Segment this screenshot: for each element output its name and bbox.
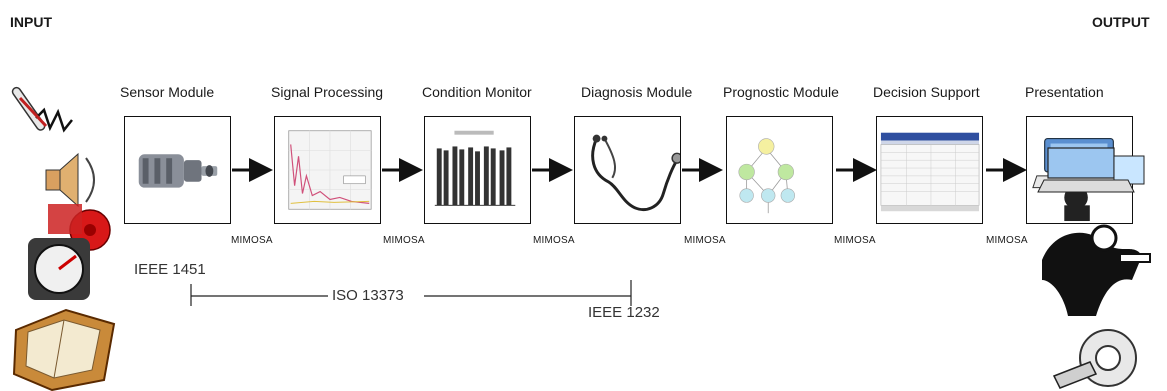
module-label-presentation: Presentation bbox=[1025, 84, 1104, 100]
interface-label: MIMOSA bbox=[533, 235, 575, 246]
sensor-module-box bbox=[124, 116, 231, 224]
logbook-icon bbox=[12, 308, 116, 391]
module-label-sensor: Sensor Module bbox=[120, 84, 215, 100]
decision-support-box bbox=[876, 116, 983, 224]
signal-processing-box bbox=[274, 116, 381, 224]
sensor-device-icon bbox=[138, 154, 218, 188]
module-label-decision-support: Decision Support bbox=[873, 84, 980, 100]
speaker-icon bbox=[45, 152, 95, 208]
interface-label: MIMOSA bbox=[986, 235, 1028, 246]
gear-wrench-icon bbox=[1052, 329, 1137, 389]
input-header: INPUT bbox=[10, 14, 52, 30]
prognostic-module-box bbox=[726, 116, 833, 224]
gauge-icon bbox=[28, 238, 90, 300]
operator-desk-icon bbox=[1037, 147, 1145, 193]
standard-iso-13373: ISO 13373 bbox=[332, 287, 404, 304]
module-label-prognostic: Prognostic Module bbox=[723, 84, 839, 100]
interface-label: MIMOSA bbox=[231, 235, 273, 246]
spreadsheet-icon bbox=[880, 132, 980, 212]
module-label-diagnosis: Diagnosis Module bbox=[581, 84, 693, 100]
thermometer-icon bbox=[11, 86, 73, 133]
module-label-signal-processing: Signal Processing bbox=[271, 84, 384, 100]
network-tree-icon bbox=[738, 138, 796, 214]
interface-label: MIMOSA bbox=[383, 235, 425, 246]
bar-chart-icon bbox=[434, 130, 516, 206]
standard-ieee-1451: IEEE 1451 bbox=[134, 261, 206, 278]
module-label-condition-monitor: Condition Monitor bbox=[422, 84, 532, 100]
input-icons bbox=[11, 86, 116, 391]
stethoscope-icon bbox=[591, 134, 680, 212]
interface-label: MIMOSA bbox=[684, 235, 726, 246]
diagnosis-module-box bbox=[574, 116, 681, 224]
output-header: OUTPUT bbox=[1092, 14, 1150, 30]
interface-label: MIMOSA bbox=[834, 235, 876, 246]
technician-icon bbox=[1042, 224, 1151, 316]
standard-ieee-1232: IEEE 1232 bbox=[588, 304, 660, 321]
condition-monitor-box bbox=[424, 116, 531, 224]
signal-plot-icon bbox=[288, 130, 372, 210]
output-icons bbox=[1037, 147, 1151, 389]
